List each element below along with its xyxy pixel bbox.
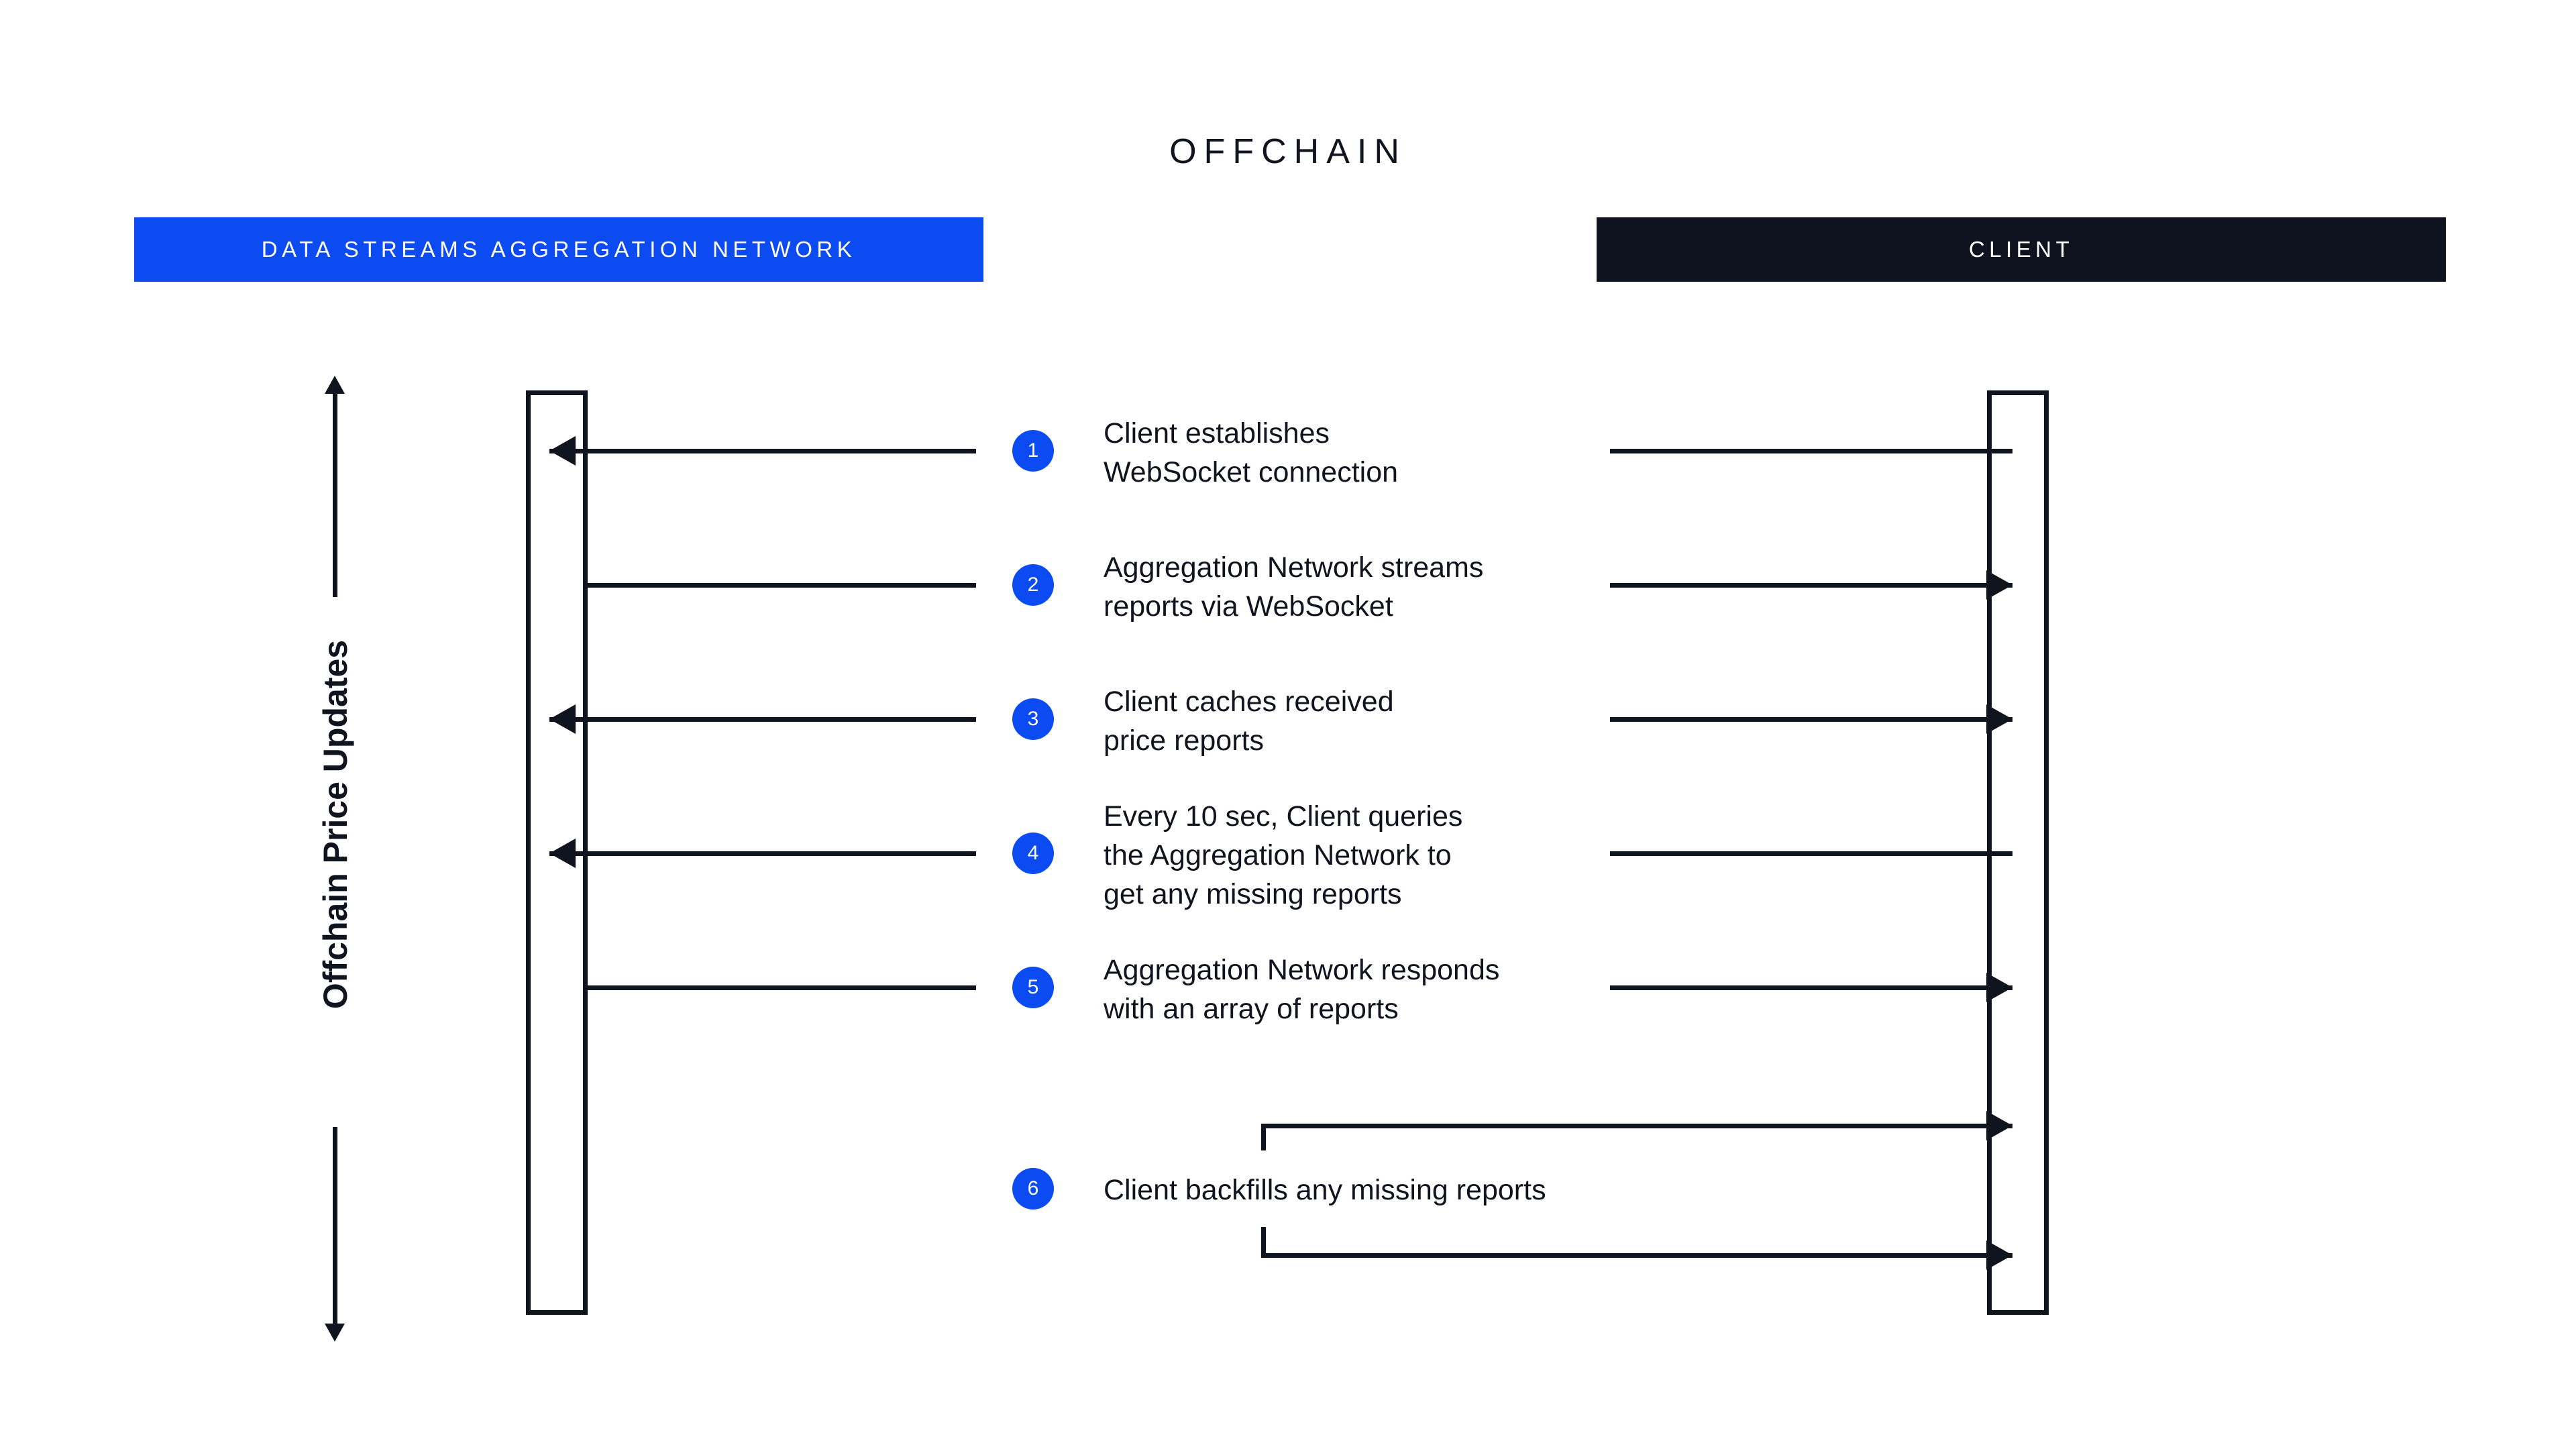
message-line-5-right xyxy=(1610,985,2012,990)
step-badge-2-number: 2 xyxy=(1027,574,1039,596)
step-badge-3-number: 3 xyxy=(1027,708,1039,730)
loop-stub-6-top xyxy=(1261,1124,1266,1150)
step-text-3: Client caches received price reports xyxy=(1104,686,1394,757)
step-badge-1: 1 xyxy=(1012,430,1054,472)
step-text-4: Every 10 sec, Client queries the Aggrega… xyxy=(1104,800,1463,910)
step-badge-5: 5 xyxy=(1012,967,1054,1008)
message-line-5-left xyxy=(583,985,976,990)
message-line-4-right xyxy=(1610,851,2012,856)
step-badge-3: 3 xyxy=(1012,698,1054,740)
arrowhead-right-6-bottom xyxy=(1986,1240,2012,1270)
arrow-down-icon xyxy=(325,1324,345,1342)
arrowhead-right-6-top xyxy=(1986,1111,2012,1140)
step-badge-6-number: 6 xyxy=(1027,1177,1039,1199)
arrowhead-right-2 xyxy=(1986,570,2012,600)
arrow-up-icon xyxy=(325,376,345,394)
arrowhead-left-4 xyxy=(549,839,576,868)
message-line-4-left xyxy=(549,851,976,856)
time-axis-label: Offchain Price Updates xyxy=(317,639,354,1010)
lane-header-client: CLIENT xyxy=(1597,217,2446,282)
step-badge-5-number: 5 xyxy=(1027,976,1039,998)
arrowhead-right-3 xyxy=(1986,704,2012,734)
step-text-6: Client backfills any missing reports xyxy=(1104,1174,1546,1206)
message-line-2-left xyxy=(583,583,976,588)
lane-header-client-label: CLIENT xyxy=(1968,237,2074,262)
step-badge-4: 4 xyxy=(1012,833,1054,874)
message-line-6-top xyxy=(1261,1124,2012,1128)
arrowhead-left-3 xyxy=(549,704,576,734)
message-line-1-left xyxy=(549,449,976,453)
axis-label-backdrop xyxy=(321,597,352,1127)
arrowhead-right-5 xyxy=(1986,973,2012,1002)
message-line-1-right xyxy=(1610,449,2012,453)
page-title: OFFCHAIN xyxy=(1169,132,1407,171)
message-line-3-left xyxy=(549,717,976,722)
step-badge-2: 2 xyxy=(1012,564,1054,606)
step-text-2: Aggregation Network streams reports via … xyxy=(1104,551,1484,623)
arrowhead-left-1 xyxy=(549,436,576,466)
step-badge-1-number: 1 xyxy=(1027,439,1039,462)
step-badge-6: 6 xyxy=(1012,1168,1054,1210)
message-line-2-right xyxy=(1610,583,2012,588)
step-badge-4-number: 4 xyxy=(1027,842,1039,864)
time-axis: Offchain Price Updates xyxy=(315,376,356,1342)
lane-header-aggregation-network-label: DATA STREAMS AGGREGATION NETWORK xyxy=(261,237,857,262)
step-text-5: Aggregation Network responds with an arr… xyxy=(1104,954,1500,1025)
step-text-1: Client establishes WebSocket connection xyxy=(1104,417,1399,488)
lane-header-aggregation-network: DATA STREAMS AGGREGATION NETWORK xyxy=(134,217,983,282)
loop-stub-6-bottom xyxy=(1261,1227,1266,1258)
message-line-6-bottom xyxy=(1261,1253,2012,1258)
message-line-3-right xyxy=(1610,717,2012,722)
